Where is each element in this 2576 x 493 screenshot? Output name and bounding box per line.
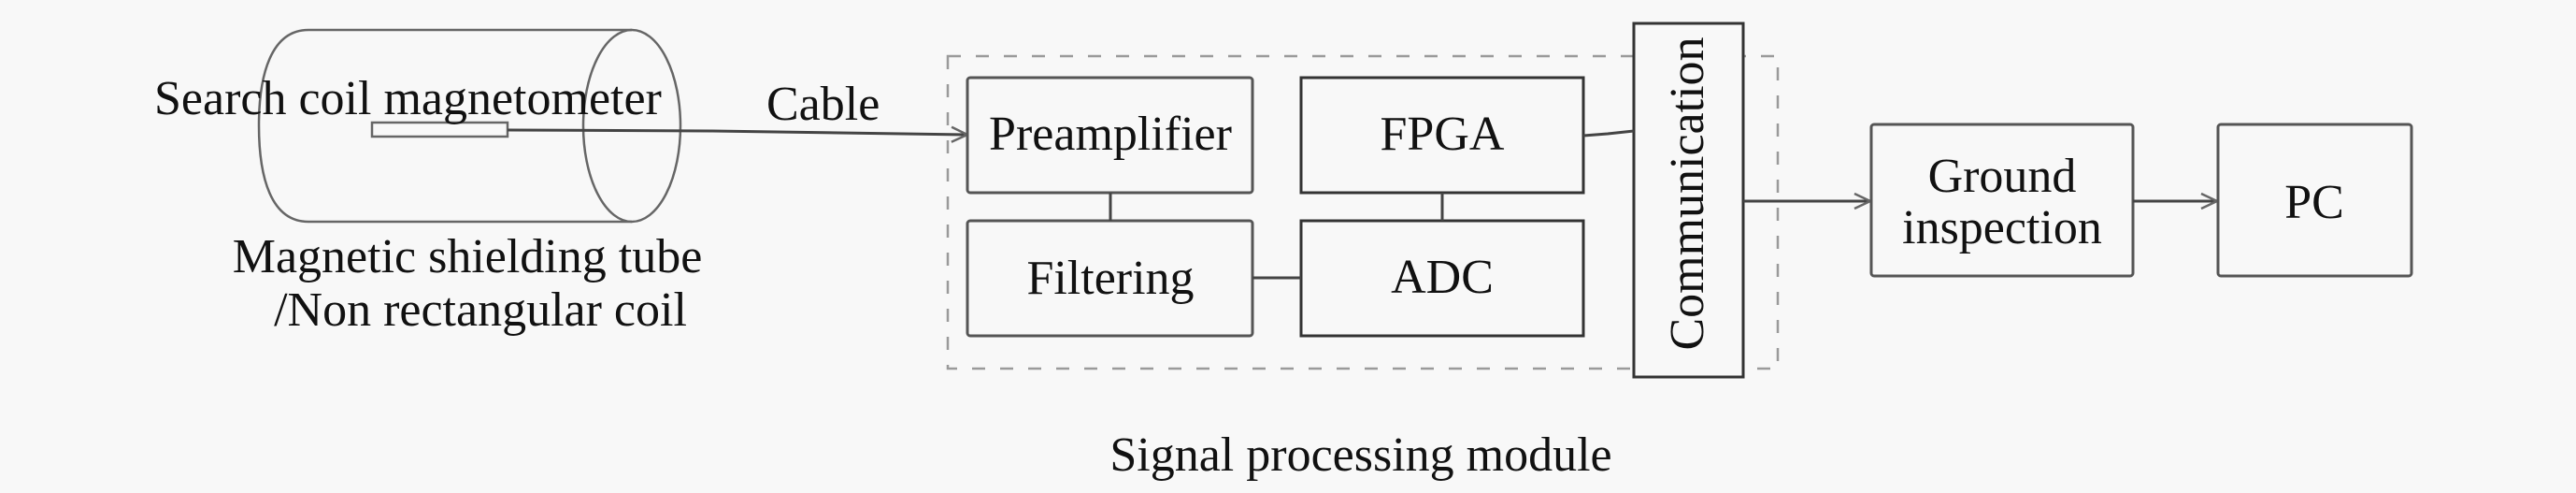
pc-block[interactable]: PC <box>2216 123 2413 278</box>
tube-outline <box>257 28 632 224</box>
tube-label-line2: /Non rectangular coil <box>274 283 687 337</box>
communication-block[interactable]: Communication <box>1632 22 1745 379</box>
preamplifier-block[interactable]: Preamplifier <box>966 76 1254 195</box>
filtering-label: Filtering <box>1026 252 1194 305</box>
tube-end-ellipse <box>581 28 682 224</box>
adc-block[interactable]: ADC <box>1299 219 1585 338</box>
search-coil <box>370 121 509 138</box>
ground-inspection-block[interactable]: Ground inspection <box>1869 123 2135 278</box>
fpga-block[interactable]: FPGA <box>1299 76 1585 195</box>
sensor-label: Search coil magnetometer <box>154 72 662 125</box>
signal-processing-module-frame <box>946 54 1780 370</box>
cable-label: Cable <box>766 78 880 131</box>
preamplifier-label: Preamplifier <box>989 108 1232 161</box>
adc-label: ADC <box>1391 251 1494 304</box>
signal-processing-module-label: Signal processing module <box>1109 428 1611 482</box>
ground-inspection-label-line1: Ground <box>1928 150 2077 203</box>
tube-label-line1: Magnetic shielding tube <box>233 230 703 283</box>
communication-label: Communication <box>1661 36 1714 350</box>
cable-wire <box>507 130 967 135</box>
fpga-communication-connector <box>1582 129 1635 138</box>
fpga-label: FPGA <box>1381 108 1505 161</box>
pc-label: PC <box>2284 176 2344 229</box>
shielding-tube <box>257 28 682 224</box>
ground-inspection-label-line2: inspection <box>1902 201 2102 254</box>
filtering-block[interactable]: Filtering <box>966 219 1254 338</box>
